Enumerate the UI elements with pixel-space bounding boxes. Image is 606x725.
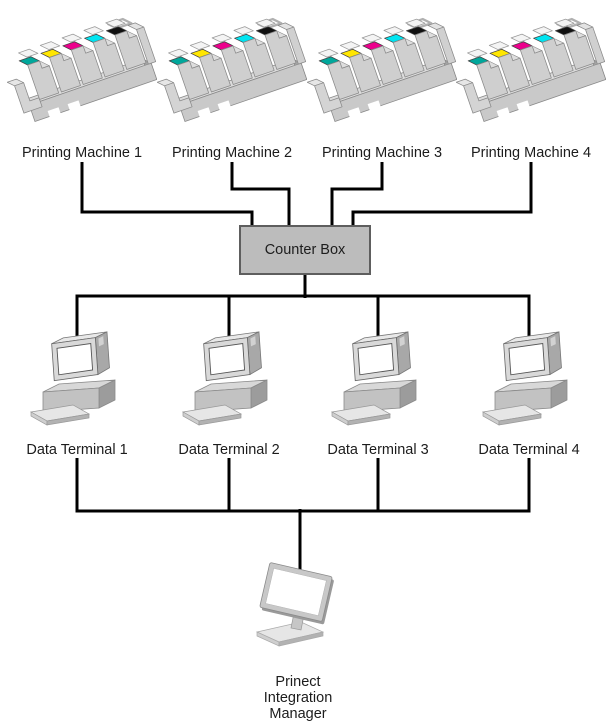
- printing-machine-4-label: Printing Machine 4: [470, 145, 592, 161]
- printing-machine-2-node: Printing Machine 2: [157, 2, 307, 161]
- wire-machine2-to-counterbox: [230, 162, 291, 227]
- data-terminal-4-label: Data Terminal 4: [478, 442, 580, 458]
- printing-machine-4-node: Printing Machine 4: [456, 2, 606, 161]
- printing-machine-2-label: Printing Machine 2: [171, 145, 293, 161]
- integration-manager-node: Prinect Integration Manager: [248, 562, 348, 722]
- data-terminal-3-label: Data Terminal 3: [327, 442, 429, 458]
- integration-manager-label: Prinect Integration Manager: [263, 674, 333, 722]
- printing-machine-3-label: Printing Machine 3: [321, 145, 443, 161]
- data-terminal-2-node: Data Terminal 2: [177, 330, 281, 458]
- data-terminal-4-node: Data Terminal 4: [477, 330, 581, 458]
- crt-computer-icon: [479, 330, 579, 434]
- counter-box-label: Counter Box: [264, 242, 346, 258]
- wire-group: [75, 162, 533, 571]
- printing-machine-1-label: Printing Machine 1: [21, 145, 143, 161]
- printing-press-icon: [7, 2, 157, 137]
- printing-press-icon: [307, 2, 457, 137]
- data-terminal-3-node: Data Terminal 3: [326, 330, 430, 458]
- data-terminal-1-label: Data Terminal 1: [26, 442, 128, 458]
- printing-machine-1-node: Printing Machine 1: [7, 2, 157, 161]
- counter-box: Counter Box: [239, 225, 371, 275]
- wire-machine3-to-counterbox: [330, 162, 384, 227]
- crt-computer-icon: [328, 330, 428, 434]
- data-terminal-1-node: Data Terminal 1: [25, 330, 129, 458]
- printing-machine-3-node: Printing Machine 3: [307, 2, 457, 161]
- wire-machine1-to-counterbox: [80, 162, 254, 227]
- data-terminal-2-label: Data Terminal 2: [178, 442, 280, 458]
- wire-machine4-to-counterbox: [351, 162, 533, 227]
- crt-computer-icon: [27, 330, 127, 434]
- printing-press-icon: [157, 2, 307, 137]
- crt-computer-icon: [179, 330, 279, 434]
- flat-monitor-icon: [251, 562, 346, 656]
- printing-press-icon: [456, 2, 606, 137]
